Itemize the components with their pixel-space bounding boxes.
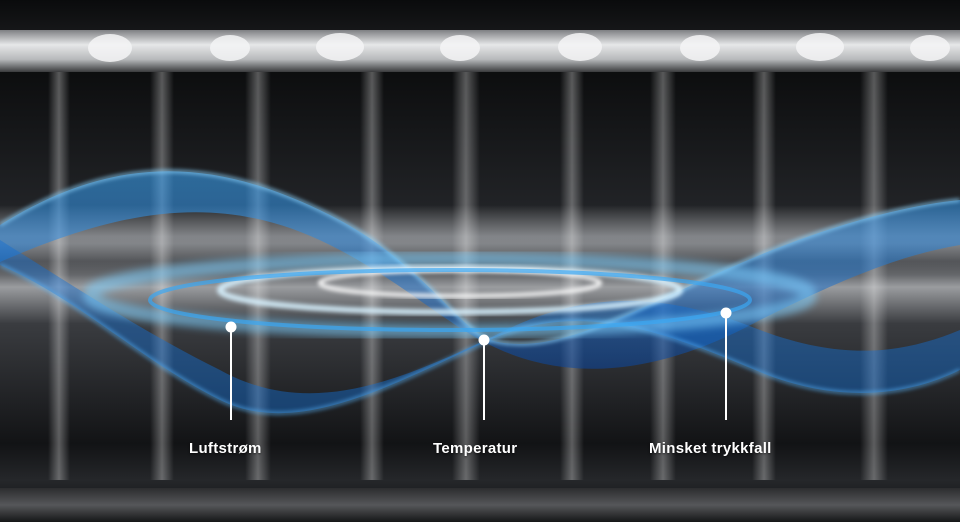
callout-label-airflow: Luftstrøm <box>189 440 262 457</box>
swirl-rings <box>83 252 817 338</box>
callout-label-temperature: Temperatur <box>433 440 518 457</box>
leader-dot-pressure <box>720 307 732 319</box>
callout-leaders <box>225 307 732 420</box>
tube-bottom-rail <box>0 488 960 522</box>
top-rail-bumps <box>88 33 950 62</box>
leader-dot-temperature <box>478 334 490 346</box>
leader-dot-airflow <box>225 321 237 333</box>
callout-label-pressure: Minsket trykkfall <box>649 440 772 457</box>
